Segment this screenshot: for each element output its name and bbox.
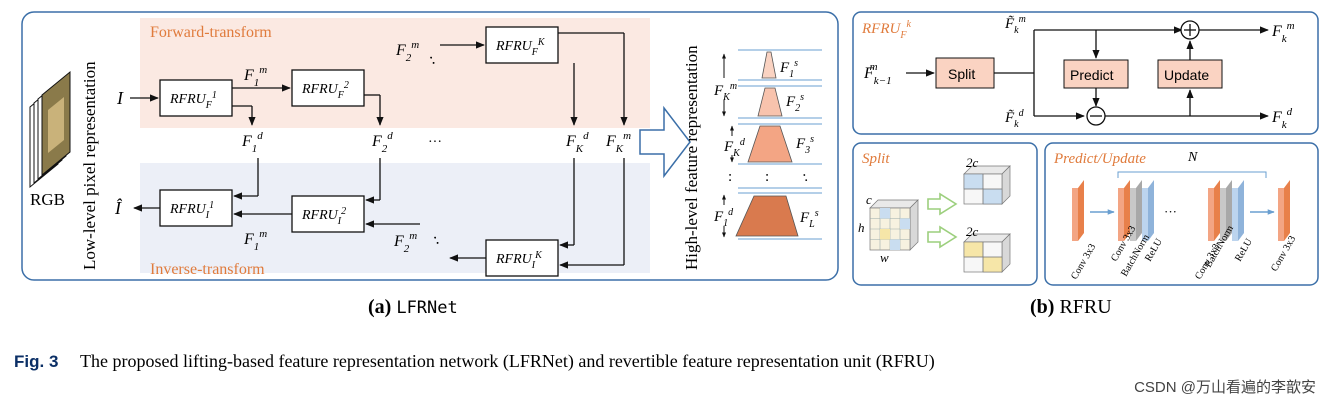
- svg-text::: :: [728, 169, 732, 185]
- output-symbol: Î: [114, 197, 123, 218]
- svg-text:FKm: FKm: [713, 81, 737, 103]
- hollow-arrow: [639, 105, 691, 179]
- pyramid-level-2: [757, 87, 783, 117]
- predict-block: [1063, 59, 1129, 89]
- svg-text:F3s: F3s: [795, 134, 814, 156]
- forward-ellipsis: :: [426, 51, 437, 68]
- svg-text:RFRUFK: RFRUFK: [495, 37, 546, 58]
- svg-text:w: w: [880, 250, 889, 265]
- svg-text:RFRUI2: RFRUI2: [301, 206, 346, 227]
- update-block: [1157, 59, 1223, 89]
- svg-text:N: N: [1187, 150, 1198, 165]
- svg-text:RFRUF2: RFRUF2: [301, 80, 349, 101]
- inverse-transform-label: Inverse-transform: [150, 261, 265, 278]
- forward-transform-label: Forward-transform: [150, 24, 272, 41]
- svg-text:F1s: F1s: [779, 58, 798, 80]
- figure-caption: The proposed lifting-based feature repre…: [80, 351, 935, 372]
- split-subpanel: [852, 142, 1038, 286]
- caption-a: (a) LFRNet: [368, 296, 458, 318]
- caption-b: (b) RFRU: [1030, 296, 1112, 318]
- svg-text:···: ···: [1164, 204, 1177, 219]
- high-level-label: High-level feature representation: [682, 45, 701, 270]
- svg-text:RFRUF1: RFRUF1: [169, 90, 217, 111]
- svg-text:F̃km: F̃km: [1004, 14, 1026, 36]
- svg-text:c: c: [866, 192, 872, 207]
- rfru-detail-frame: [852, 11, 1319, 135]
- predict-block-label: Predict: [1070, 67, 1114, 83]
- rfru-f2-block: [291, 69, 365, 107]
- svg-text:Fk−1m: Fk−1m: [863, 61, 892, 87]
- panel-b: RFRUFk Fk−1m Split F̃km F̃kd Predict Upd…: [852, 11, 1319, 318]
- pyramid-level-3: [747, 125, 793, 163]
- rfru-fk-block: [485, 26, 559, 64]
- layer-stack: ···: [1072, 180, 1290, 241]
- svg-text:2c: 2c: [966, 155, 979, 170]
- svg-text:FKm: FKm: [605, 130, 631, 155]
- svg-text:RFRUFk: RFRUFk: [861, 19, 911, 41]
- svg-text:Conv 3x3: Conv 3x3: [1069, 242, 1098, 281]
- svg-text::: :: [800, 169, 809, 185]
- watermark: CSDN @万山看遍的李歆安: [1134, 379, 1316, 396]
- output-cube-top: [963, 165, 1011, 205]
- fig-label: Fig. 3: [14, 352, 58, 371]
- svg-text:Fkd: Fkd: [1271, 106, 1293, 131]
- predict-update-subpanel-title: Predict/Update: [1053, 151, 1146, 167]
- low-level-label: Low-level pixel representation: [80, 61, 99, 270]
- rgb-image-stack: [29, 70, 71, 189]
- green-arrow-top: [927, 192, 958, 216]
- input-symbol: I: [116, 88, 124, 108]
- feature-pyramid: F1s F2s F3s FLs FKm FKd : : : F1d: [713, 49, 822, 240]
- svg-text:FKd: FKd: [565, 130, 589, 155]
- split-subpanel-title: Split: [862, 151, 890, 167]
- predict-update-subpanel: [1044, 142, 1319, 286]
- panel-a-frame: [21, 11, 839, 281]
- output-cube-bottom: [963, 233, 1011, 273]
- svg-text:F1d: F1d: [241, 130, 263, 155]
- svg-text:Fkm: Fkm: [1271, 20, 1295, 45]
- middle-ellipsis: ···: [428, 135, 442, 150]
- svg-text:RFRUI1: RFRUI1: [169, 200, 214, 221]
- svg-text:F2s: F2s: [785, 92, 804, 114]
- rfru-f1-block: [159, 79, 233, 117]
- green-arrow-bottom: [927, 225, 958, 249]
- svg-text::: :: [765, 169, 769, 185]
- svg-text:RFRUIK: RFRUIK: [495, 250, 543, 271]
- rfru-ik-block: [485, 239, 559, 277]
- rfru-i1-block: [159, 189, 233, 227]
- svg-text:2c: 2c: [966, 224, 979, 239]
- svg-text:FKd: FKd: [723, 137, 746, 159]
- svg-text:F1d: F1d: [713, 207, 734, 229]
- svg-text:h: h: [858, 220, 865, 235]
- svg-text:FLs: FLs: [799, 208, 819, 230]
- input-cube: [869, 199, 919, 251]
- rgb-label: RGB: [30, 190, 65, 209]
- split-block-label: Split: [948, 66, 975, 82]
- inverse-ellipsis: :: [430, 231, 441, 248]
- update-block-label: Update: [1164, 67, 1209, 83]
- split-block: [935, 57, 995, 89]
- svg-text:F2d: F2d: [371, 130, 393, 155]
- pyramid-level-l: [735, 195, 799, 237]
- panel-a: Forward-transform Inverse-transform RGB …: [21, 11, 839, 318]
- pyramid-level-1: [761, 51, 777, 79]
- svg-text:F̃kd: F̃kd: [1004, 108, 1025, 130]
